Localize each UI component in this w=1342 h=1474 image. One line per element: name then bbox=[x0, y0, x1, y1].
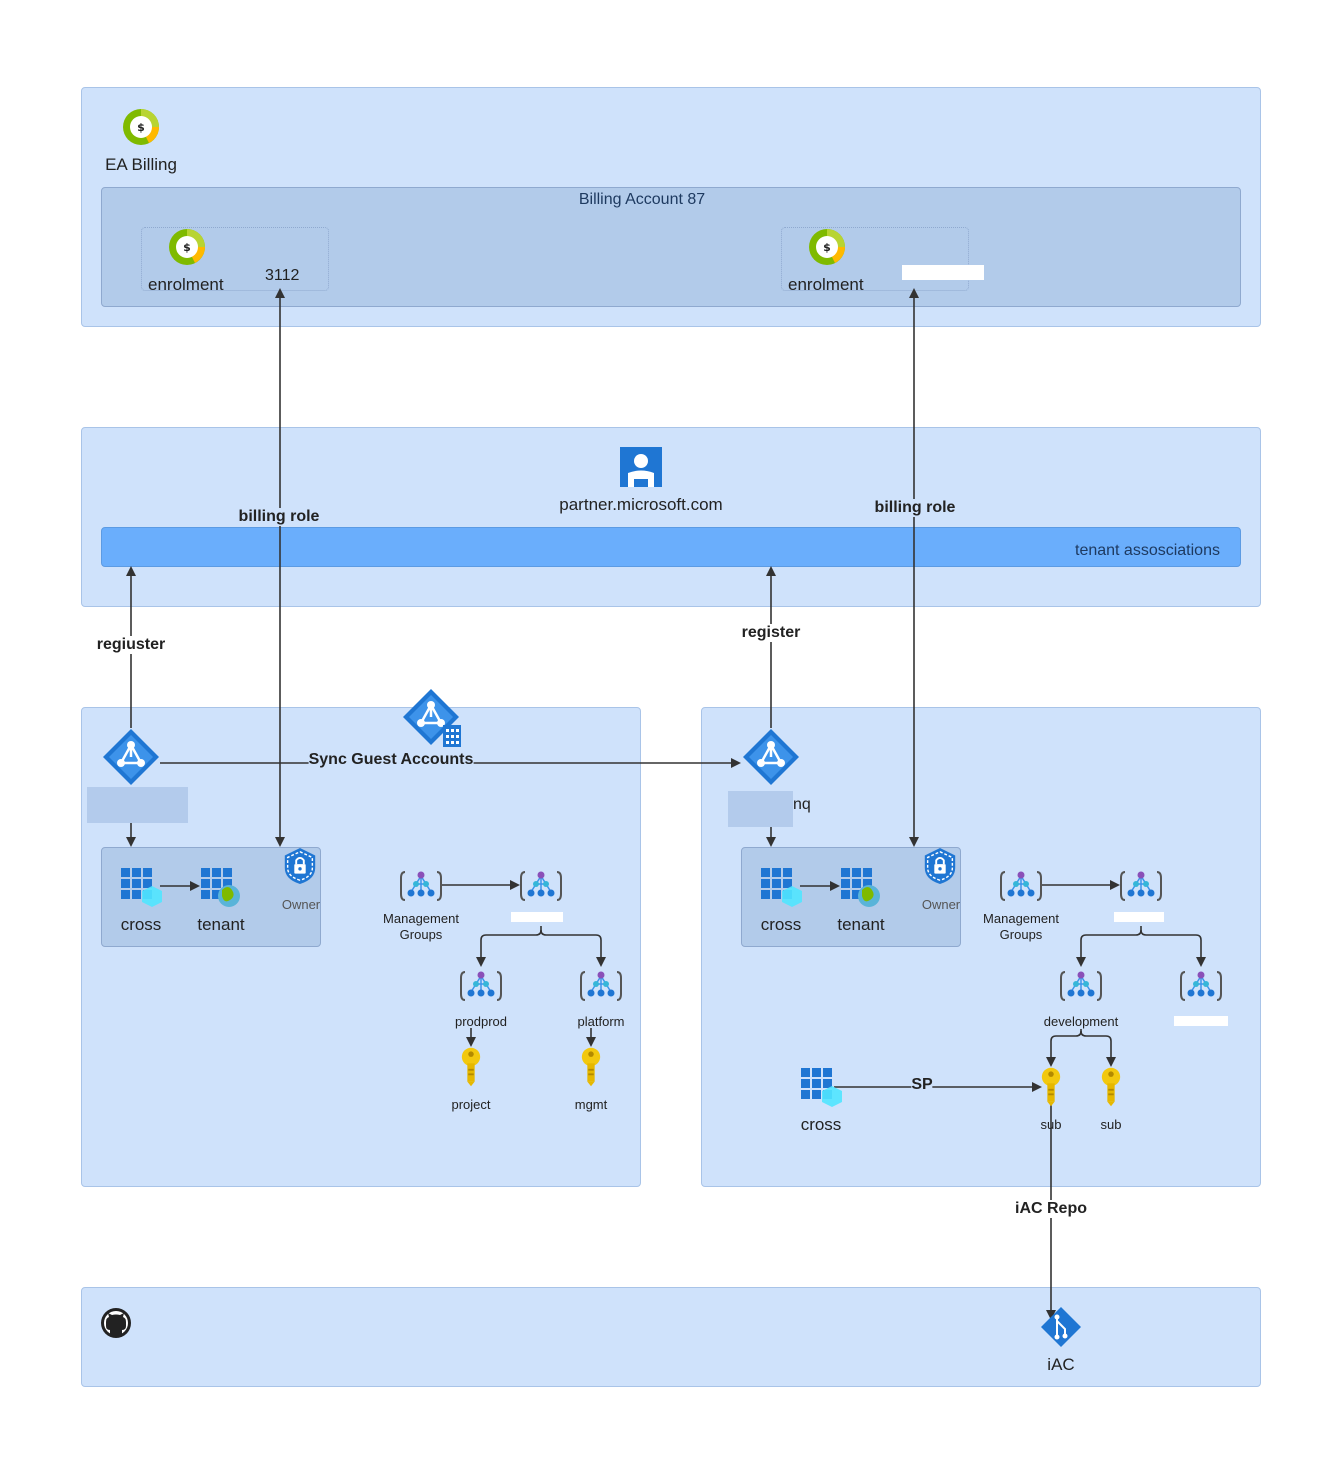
right-tenant-icon bbox=[841, 868, 880, 907]
administrative-units-icon bbox=[401, 687, 461, 747]
right-owner-icon bbox=[923, 847, 957, 885]
right-owner-label: Owner bbox=[921, 897, 961, 912]
right-mg-other-redaction bbox=[1174, 1016, 1228, 1026]
sub1-label: sub bbox=[1040, 1117, 1062, 1132]
sub-key-icon bbox=[1041, 1067, 1061, 1107]
mgmt-key-label: mgmt bbox=[574, 1097, 608, 1112]
enrolment-right-redaction bbox=[902, 265, 984, 280]
left-tenant-icon bbox=[201, 868, 240, 907]
enrolment-left-number: 3112 bbox=[265, 267, 300, 284]
enrolment-right-icon bbox=[809, 229, 845, 265]
sync-guest-accounts-label: Sync Guest Accounts bbox=[308, 751, 474, 769]
left-owner-label: Owner bbox=[281, 897, 321, 912]
enrolment-left-label: enrolment bbox=[148, 275, 224, 294]
billing-account-label: Billing Account 87 bbox=[578, 191, 706, 208]
left-mg-prodprod-label: prodprod bbox=[454, 1014, 508, 1029]
right-mg-other-icon bbox=[1180, 970, 1222, 1001]
left-mg-prodprod-icon bbox=[460, 970, 502, 1001]
partner-url: partner.microsoft.com bbox=[559, 495, 723, 514]
right-mg-contoso-redaction bbox=[1114, 912, 1164, 922]
right-tenant-name-redaction bbox=[728, 791, 793, 827]
right-mg-label: Management Groups bbox=[983, 911, 1059, 942]
left-mg-label: Management Groups bbox=[383, 911, 459, 942]
iac-repo-label: iAC Repo bbox=[1015, 1200, 1087, 1218]
right-aad-icon bbox=[741, 727, 801, 787]
right-cross-label: cross bbox=[760, 915, 802, 934]
left-tenant-name-redaction bbox=[87, 787, 188, 823]
left-mg-platform-label: platform bbox=[577, 1014, 625, 1029]
left-mg-contoso-icon bbox=[520, 870, 562, 901]
github-icon bbox=[101, 1308, 131, 1338]
enrolment-left-icon bbox=[169, 229, 205, 265]
sp-label: SP bbox=[911, 1076, 933, 1094]
right-cross-sp-label: cross bbox=[800, 1115, 842, 1134]
register-left-label: regiuster bbox=[96, 636, 166, 654]
sub-key-icon bbox=[1101, 1067, 1121, 1107]
mgmt-key-icon bbox=[581, 1047, 601, 1087]
right-mg-root-icon bbox=[1000, 870, 1042, 901]
tenant-associations-label: tenant assosciations bbox=[1075, 542, 1220, 559]
right-cross-icon bbox=[761, 868, 802, 907]
left-mg-root-icon bbox=[400, 870, 442, 901]
right-mg-development-label: development bbox=[1043, 1014, 1119, 1029]
billing-role-right-label: billing role bbox=[874, 499, 956, 517]
right-tenant-name-suffix: nq bbox=[793, 796, 811, 813]
tenant-associations-bar bbox=[101, 527, 1241, 567]
left-tenant-label: tenant bbox=[197, 915, 245, 934]
billing-role-left-label: billing role bbox=[238, 508, 320, 526]
left-owner-icon bbox=[283, 847, 317, 885]
right-cross-sp-icon bbox=[801, 1068, 842, 1107]
project-key-label: project bbox=[451, 1097, 491, 1112]
right-mg-development-icon bbox=[1060, 970, 1102, 1001]
project-key-icon bbox=[461, 1047, 481, 1087]
right-mg-contoso-icon bbox=[1120, 870, 1162, 901]
right-tenant-label: tenant bbox=[837, 915, 885, 934]
partner-center-icon bbox=[620, 447, 662, 487]
right-tenant-panel bbox=[701, 707, 1261, 1187]
left-aad-icon bbox=[101, 727, 161, 787]
iac-label: iAC bbox=[1047, 1355, 1075, 1374]
ea-billing-icon bbox=[123, 109, 159, 145]
left-mg-platform-icon bbox=[580, 970, 622, 1001]
left-cross-label: cross bbox=[120, 915, 162, 934]
git-repo-icon bbox=[1041, 1307, 1081, 1347]
left-mg-contoso-redaction bbox=[511, 912, 563, 922]
enrolment-right-label: enrolment bbox=[788, 275, 864, 294]
register-right-label: register bbox=[741, 624, 801, 642]
sub2-label: sub bbox=[1100, 1117, 1122, 1132]
ea-billing-title: EA Billing bbox=[105, 155, 177, 174]
left-cross-icon bbox=[121, 868, 162, 907]
